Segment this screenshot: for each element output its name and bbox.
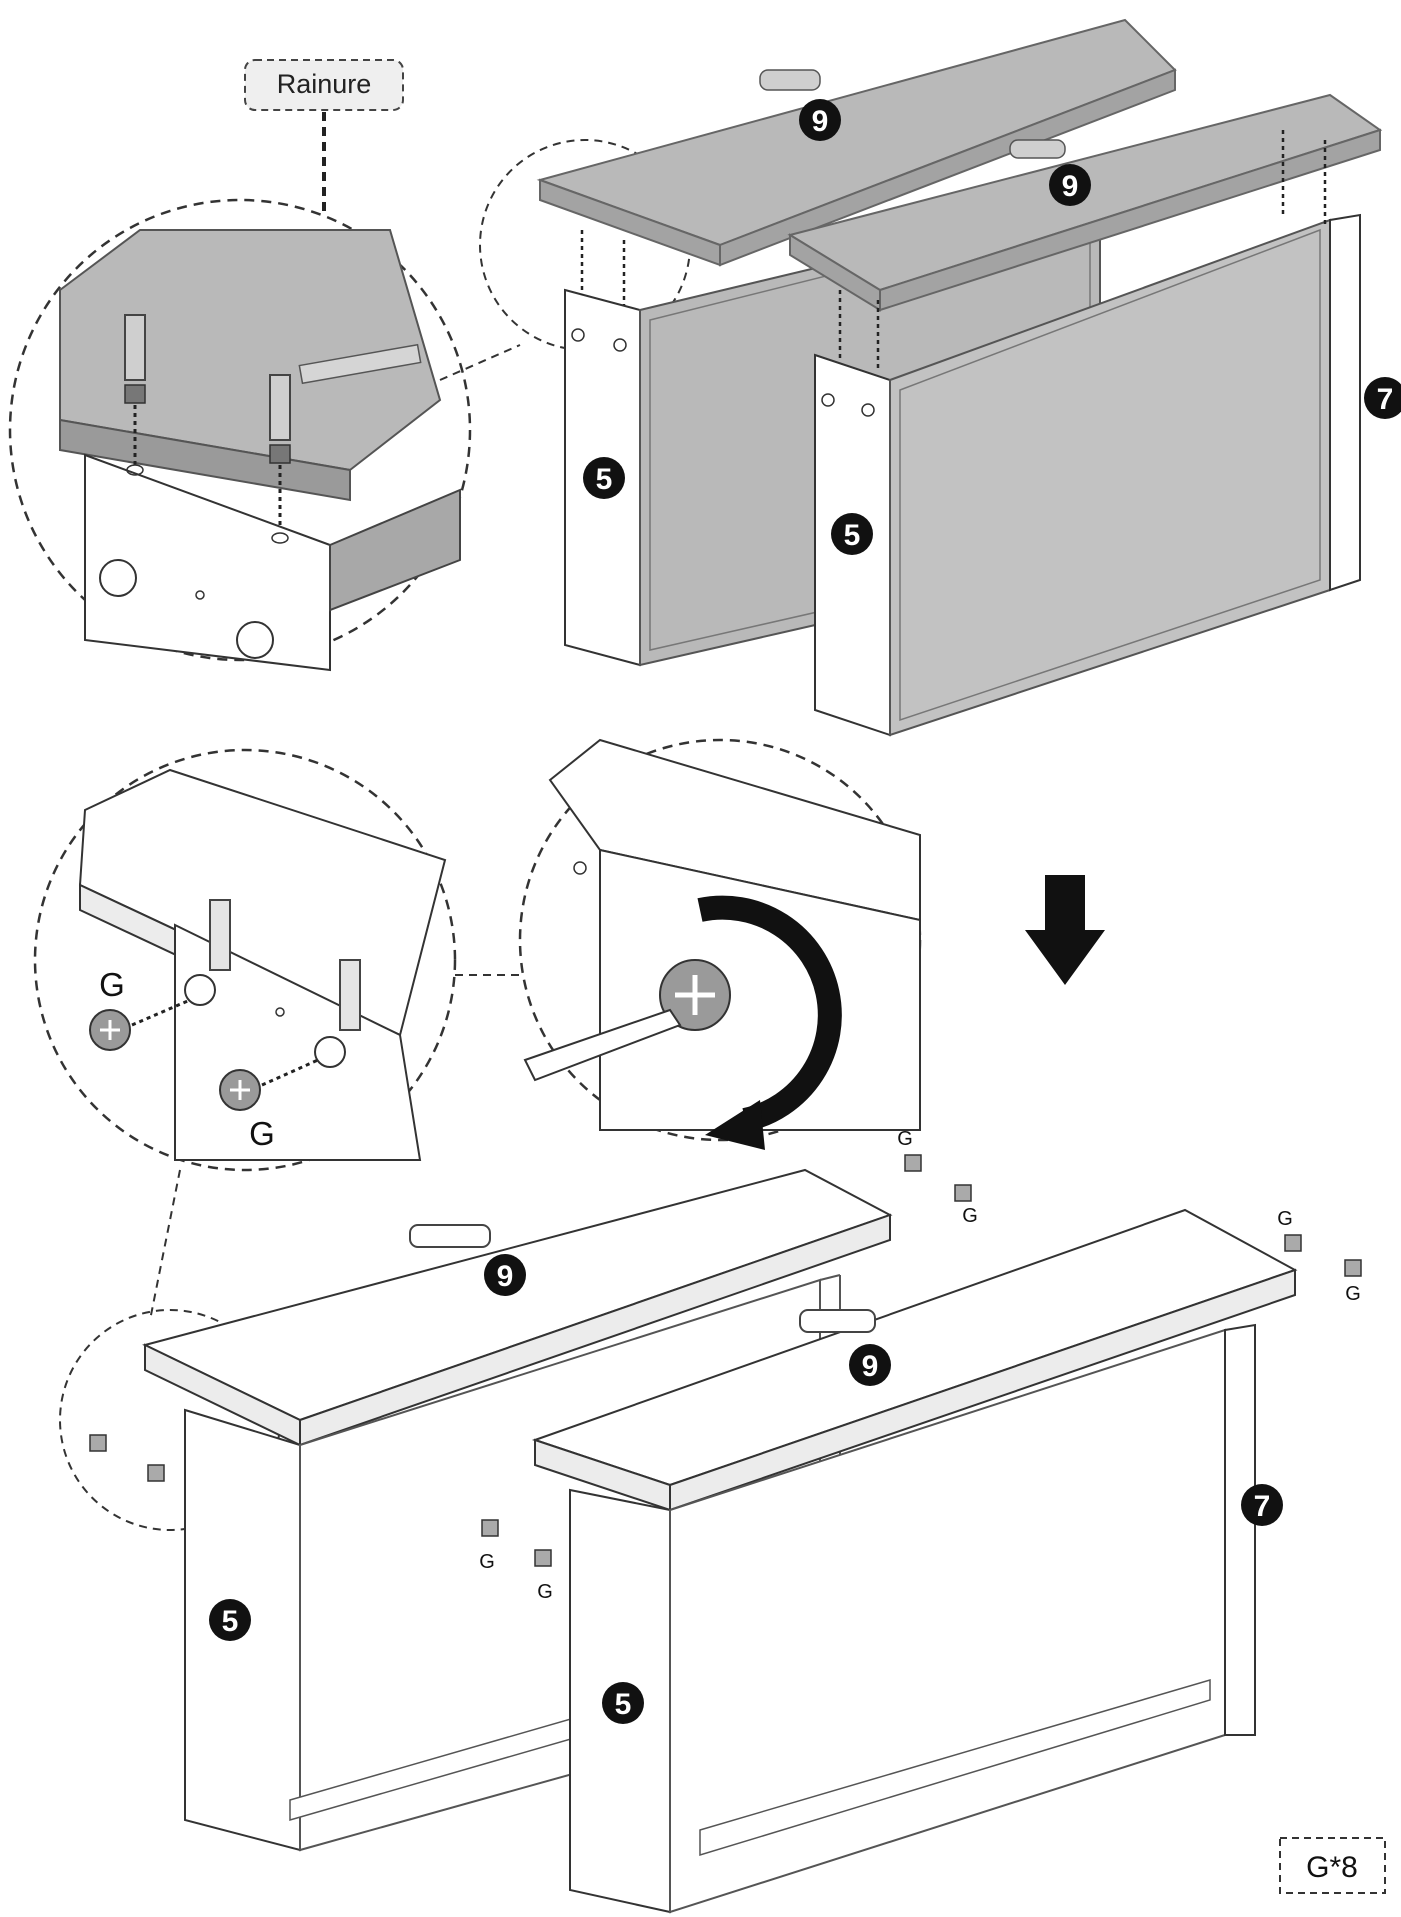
- zoom-detail-cam-lock: G G: [33, 748, 457, 1172]
- svg-text:9: 9: [812, 105, 829, 138]
- badge-lower-top-panel-rear: 9: [484, 1254, 526, 1296]
- zoom-detail-screwdriver: [518, 738, 922, 1150]
- svg-text:9: 9: [497, 1260, 514, 1293]
- badge-lower-top-panel-front: 9: [849, 1344, 891, 1386]
- hardware-count-text: G*8: [1306, 1851, 1358, 1884]
- cam-lock-group-far-right: G G: [1277, 1208, 1362, 1305]
- cam-lock-group-front: G G: [479, 1519, 553, 1603]
- badge-top-panel-rear: 9: [799, 99, 841, 141]
- groove-callout-text: Rainure: [277, 69, 372, 99]
- cam-lock-label: G: [249, 1115, 275, 1152]
- badge-back-panel-top: 7: [1364, 377, 1401, 419]
- groove-callout-box: [244, 59, 404, 111]
- cam-lock-label: G: [479, 1551, 495, 1573]
- svg-text:5: 5: [596, 463, 613, 496]
- zoom-detail-groove: [8, 198, 472, 672]
- hardware-count-box: G*8: [1279, 1837, 1386, 1894]
- badge-side-panel-front: 5: [831, 513, 873, 555]
- svg-text:5: 5: [844, 519, 861, 552]
- cam-lock-icon: [219, 1069, 261, 1111]
- cam-lock-group-top-right: G G: [897, 1128, 978, 1227]
- cam-lock-label: G: [1345, 1283, 1361, 1305]
- badge-lower-side-panel-front: 5: [602, 1682, 644, 1724]
- badge-lower-side-panel-rear: 5: [209, 1599, 251, 1641]
- step-down-arrow: [1025, 875, 1105, 985]
- cam-lock-group-left: [89, 1434, 165, 1482]
- badge-lower-back-panel: 7: [1241, 1484, 1283, 1526]
- svg-text:7: 7: [1254, 1490, 1271, 1523]
- cam-lock-label: G: [99, 966, 125, 1003]
- cam-lock-label: G: [897, 1128, 913, 1150]
- badge-side-panel-rear: 5: [583, 457, 625, 499]
- svg-text:9: 9: [1062, 170, 1079, 203]
- cam-lock-label: G: [962, 1205, 978, 1227]
- svg-text:7: 7: [1377, 383, 1394, 416]
- cam-lock-label: G: [537, 1581, 553, 1603]
- svg-text:9: 9: [862, 1350, 879, 1383]
- rotate-clockwise-icon: [697, 895, 842, 1132]
- screwdriver-icon: [523, 1008, 682, 1082]
- badge-top-panel-front: 9: [1049, 164, 1091, 206]
- cam-lock-label: G: [1277, 1208, 1293, 1230]
- svg-text:5: 5: [222, 1605, 239, 1638]
- svg-text:5: 5: [615, 1688, 632, 1721]
- lower-unit-front: [531, 1208, 1298, 1914]
- cam-lock-icon: [89, 1009, 131, 1051]
